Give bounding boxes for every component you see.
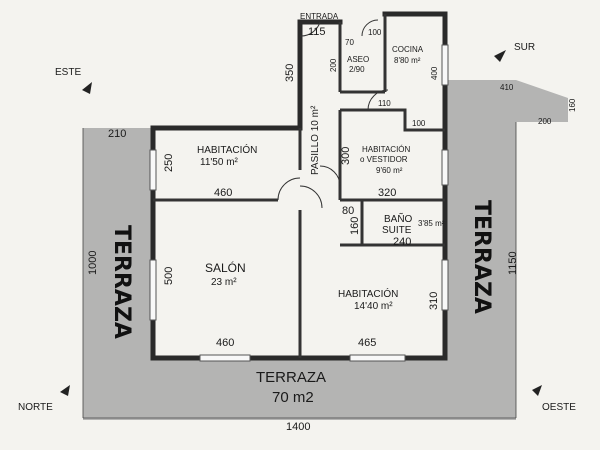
dim-110: 110 (378, 99, 391, 108)
terrace-left-label: TERRAZA (109, 225, 134, 339)
dim-100a: 100 (368, 28, 382, 37)
arrow-este-icon (82, 82, 92, 94)
arrow-sur-icon (494, 50, 506, 62)
dim-500: 500 (163, 267, 175, 285)
dim-350: 350 (284, 64, 296, 82)
kitchen-label: COCINA (392, 45, 424, 54)
doors (277, 19, 389, 209)
bedroom1-area: 11'50 m² (200, 157, 239, 168)
dim-410: 410 (500, 83, 514, 92)
dim-200b: 200 (538, 117, 552, 126)
bedroom2-label: HABITACIÓN (362, 145, 411, 154)
compass-oeste: OESTE (542, 402, 576, 413)
dim-80: 80 (342, 205, 354, 217)
dim-240: 240 (393, 236, 411, 248)
terrace-bottom-label: TERRAZA (256, 369, 326, 386)
bedroom2-area: 9'60 m² (376, 166, 403, 175)
dim-300: 300 (340, 147, 352, 165)
dim-1400: 1400 (286, 421, 310, 433)
bathroom-label: BAÑO (384, 212, 413, 225)
windows (149, 44, 449, 362)
dim-400: 400 (430, 66, 439, 80)
living-room-label: SALÓN (205, 260, 246, 275)
dim-210: 210 (108, 128, 126, 140)
bedroom3-label: HABITACIÓN (338, 287, 398, 300)
terrace-bottom-area: 70 m2 (272, 389, 314, 406)
dimension-lines (82, 122, 517, 419)
dim-160b: 160 (349, 217, 361, 235)
toilet-sublabel: 2/90 (349, 65, 365, 74)
dim-1000: 1000 (87, 251, 99, 275)
dimension-labels: 115 70 100 350 200 400 410 160 200 110 1… (87, 26, 577, 433)
living-room-area: 23 m² (211, 277, 237, 288)
arrow-oeste-icon (532, 385, 542, 396)
interior-walls (153, 14, 445, 358)
dim-460b: 460 (216, 337, 234, 349)
bathroom-area: 3'85 m² (418, 219, 445, 228)
terrace-labels: TERRAZA TERRAZA TERRAZA 70 m2 (109, 200, 494, 406)
toilet-label: ASEO (347, 55, 369, 64)
terrace-right-label: TERRAZA (469, 200, 494, 314)
dim-250: 250 (163, 154, 175, 172)
bedroom2-sublabel: o VESTIDOR (360, 155, 408, 164)
dim-100b: 100 (412, 119, 426, 128)
dim-200a: 200 (329, 58, 338, 72)
dim-70: 70 (345, 38, 354, 47)
compass-este: ESTE (55, 67, 81, 78)
bedroom3-area: 14'40 m² (354, 301, 393, 312)
room-labels: ENTRADA COCINA 8'80 m² ASEO 2/90 PASILLO… (197, 12, 445, 312)
entrance-label: ENTRADA (300, 12, 339, 21)
compass-sur: SUR (514, 42, 535, 53)
dim-310: 310 (428, 292, 440, 310)
kitchen-area: 8'80 m² (394, 56, 421, 65)
dim-460a: 460 (214, 187, 232, 199)
compass-norte: NORTE (18, 402, 53, 413)
dim-1150: 1150 (507, 251, 519, 275)
bedroom1-label: HABITACIÓN (197, 143, 257, 156)
compass-markers: ESTE SUR NORTE OESTE (18, 42, 576, 413)
dim-160a: 160 (568, 98, 577, 112)
dim-320: 320 (378, 187, 396, 199)
corridor-label: PASILLO 10 m² (310, 105, 321, 175)
dim-465: 465 (358, 337, 376, 349)
dim-115: 115 (308, 26, 326, 38)
arrow-norte-icon (60, 385, 70, 396)
bathroom-sublabel: SUITE (382, 225, 412, 236)
